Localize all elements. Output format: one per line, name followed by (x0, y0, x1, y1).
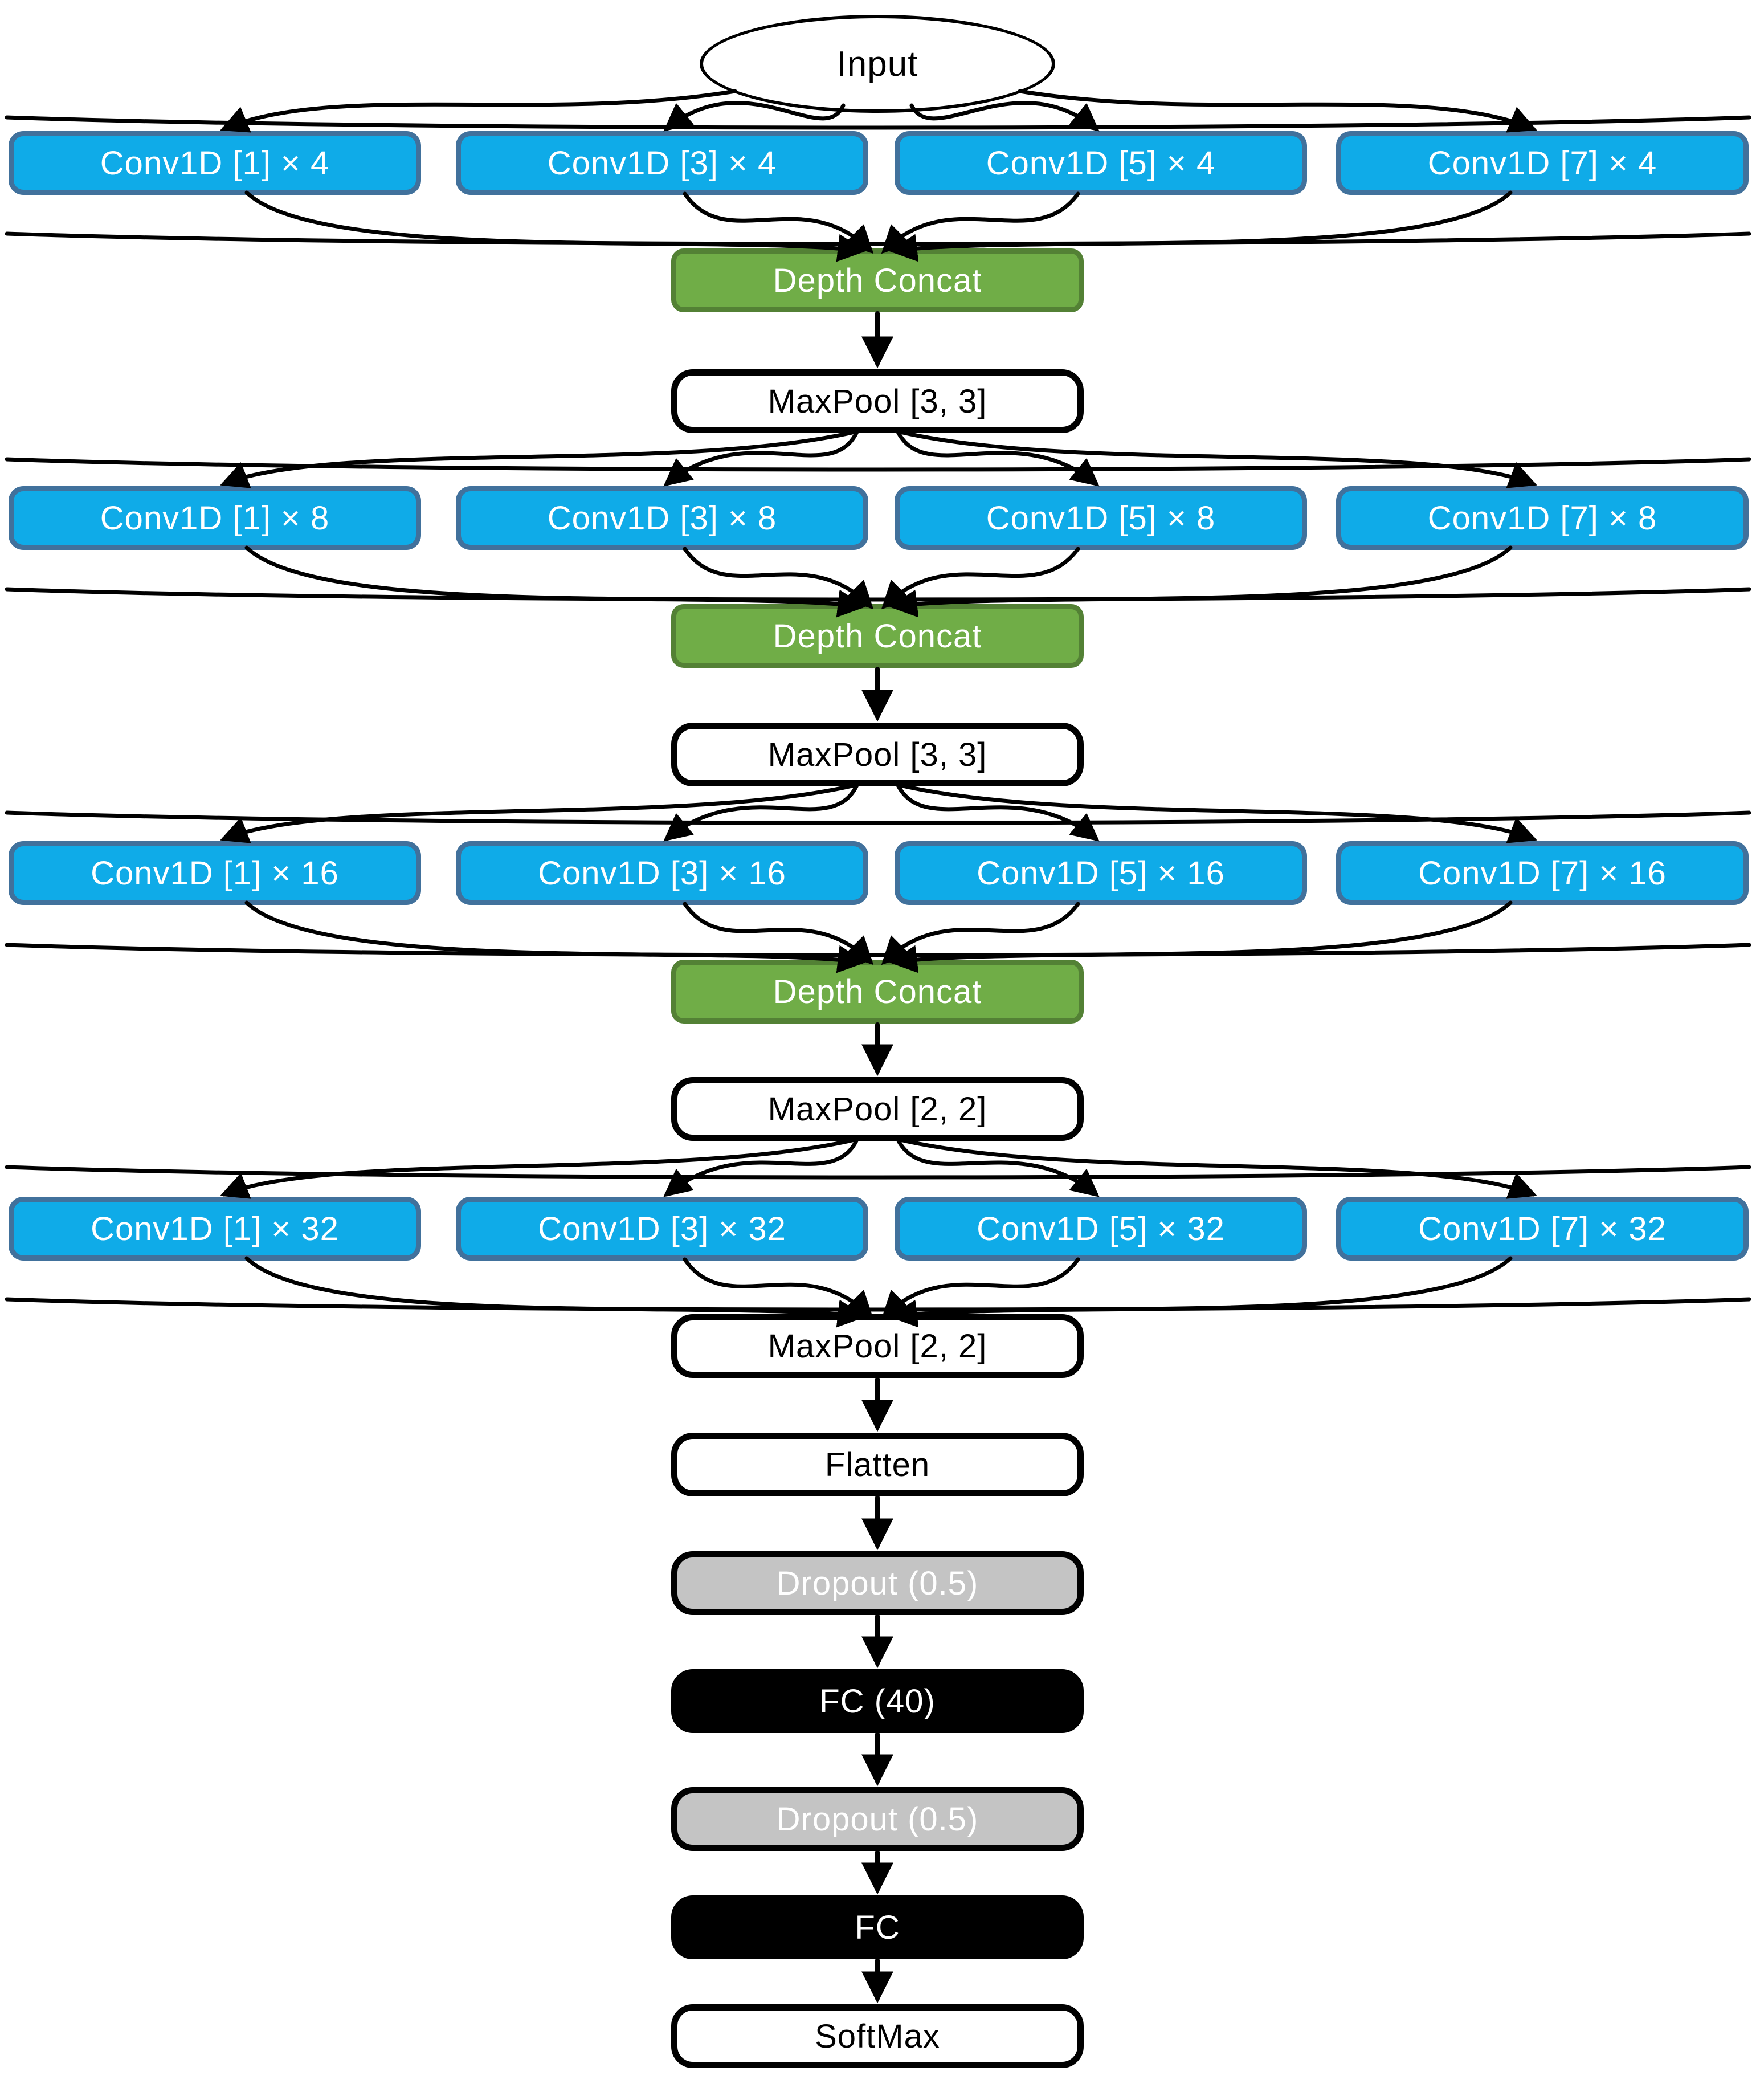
node-conv-l2-k7: Conv1D [7] × 8 (1336, 486, 1749, 550)
node-conv-l4-k3: Conv1D [3] × 32 (456, 1197, 868, 1261)
arrow-connector (683, 902, 874, 965)
arrow-connector (683, 547, 874, 610)
node-conv-l1-k7: Conv1D [7] × 4 (1336, 131, 1749, 195)
arrow-connector (683, 191, 874, 254)
arrow-connector (889, 1256, 1513, 1328)
node-maxpool-4: MaxPool [2, 2] (671, 1314, 1084, 1378)
arrow-connector (896, 430, 1100, 487)
arrow-connector (663, 430, 859, 487)
arrow-connector (896, 783, 1100, 842)
arrow-connector (898, 430, 1537, 488)
node-softmax: SoftMax (671, 2004, 1084, 2068)
node-flatten: Flatten (671, 1433, 1084, 1496)
connector-sweep-line (5, 943, 1751, 957)
node-depth-concat-3: Depth Concat (671, 960, 1084, 1024)
node-depth-concat-2: Depth Concat (671, 604, 1084, 668)
node-conv-l2-k3: Conv1D [3] × 8 (456, 486, 868, 550)
arrow-connector (663, 1137, 859, 1197)
arrow-connector (889, 545, 1513, 618)
node-conv-l4-k1: Conv1D [1] × 32 (9, 1197, 421, 1261)
node-conv-l3-k7: Conv1D [7] × 16 (1336, 841, 1749, 905)
node-dropout-2: Dropout (0.5) (671, 1787, 1084, 1851)
arrow-connector (881, 1257, 1080, 1320)
arrow-connector (881, 547, 1080, 610)
node-maxpool-3: MaxPool [2, 2] (671, 1077, 1084, 1141)
arrow-connector (663, 783, 859, 842)
connector-sweep-line (5, 115, 1751, 130)
node-depth-concat-1: Depth Concat (671, 248, 1084, 312)
node-fc: FC (671, 1895, 1084, 1959)
arrow-connector (889, 900, 1513, 973)
node-conv-l3-k1: Conv1D [1] × 16 (9, 841, 421, 905)
node-conv-l1-k1: Conv1D [1] × 4 (9, 131, 421, 195)
node-conv-l3-k5: Conv1D [5] × 16 (895, 841, 1307, 905)
arrow-connector (881, 191, 1080, 254)
arrow-connector (896, 1137, 1100, 1197)
node-maxpool-1: MaxPool [3, 3] (671, 369, 1084, 433)
arrow-connector (244, 900, 866, 973)
arrow-connector (683, 1257, 874, 1320)
connector-sweep-line (5, 1165, 1751, 1180)
arrow-connector (220, 430, 857, 488)
node-conv-l4-k7: Conv1D [7] × 32 (1336, 1197, 1749, 1261)
arrow-connector (220, 89, 737, 133)
arrow-connector (898, 783, 1537, 843)
arrow-connector (220, 783, 857, 843)
node-dropout-1: Dropout (0.5) (671, 1551, 1084, 1615)
node-input: Input (700, 15, 1055, 113)
arrow-connector (220, 1137, 857, 1199)
arrow-connector (244, 545, 866, 618)
arrow-connector (898, 1137, 1537, 1199)
connector-sweep-line (5, 231, 1751, 246)
arrow-connector (881, 902, 1080, 965)
node-conv-l2-k1: Conv1D [1] × 8 (9, 486, 421, 550)
node-conv-l1-k3: Conv1D [3] × 4 (456, 131, 868, 195)
connector-sweep-line (5, 810, 1751, 825)
arrow-connector (1018, 89, 1537, 133)
arrow-connector (244, 190, 866, 262)
connector-sweep-line (5, 587, 1751, 602)
node-conv-l1-k5: Conv1D [5] × 4 (895, 131, 1307, 195)
node-conv-l2-k5: Conv1D [5] × 8 (895, 486, 1307, 550)
connector-sweep-line (5, 457, 1751, 472)
connector-sweep-line (5, 1297, 1751, 1312)
node-conv-l3-k3: Conv1D [3] × 16 (456, 841, 868, 905)
node-conv-l4-k5: Conv1D [5] × 32 (895, 1197, 1307, 1261)
node-fc-40: FC (40) (671, 1669, 1084, 1733)
arrow-connector (244, 1256, 866, 1328)
arrow-connector (889, 190, 1513, 262)
node-maxpool-2: MaxPool [3, 3] (671, 723, 1084, 786)
